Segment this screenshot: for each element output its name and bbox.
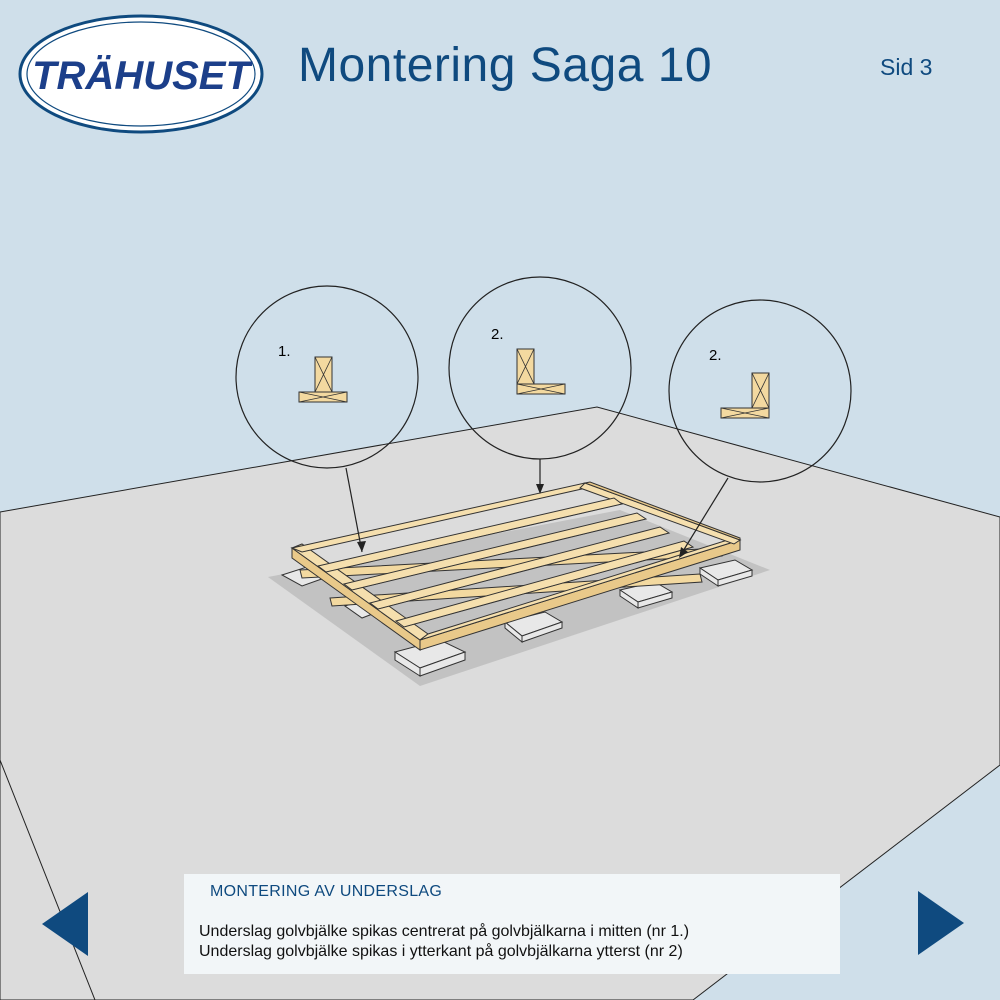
trahuset-logo: TRÄHUSET	[18, 14, 264, 134]
logo-text: TRÄHUSET	[32, 54, 253, 98]
next-page-button[interactable]	[916, 891, 966, 955]
callout-2-right: 2.	[668, 299, 852, 558]
ground-plane	[0, 406, 1000, 1000]
callout-2-left: 2.	[448, 276, 632, 494]
page-number: Sid 3	[880, 54, 933, 80]
instruction-line-2: Underslag golvbjälke spikas i ytterkant …	[199, 943, 683, 960]
instruction-line-1: Underslag golvbjälke spikas centrerat på…	[199, 923, 690, 940]
page-title: Montering Saga 10	[298, 39, 713, 92]
instruction-heading: MONTERING AV UNDERSLAG	[210, 883, 443, 900]
triangle-left-icon	[42, 892, 88, 956]
callout-label: 2.	[491, 326, 504, 343]
floor-frame	[268, 481, 770, 686]
triangle-right-icon	[918, 891, 964, 955]
callout-1: 1.	[235, 285, 419, 553]
callout-label: 1.	[278, 343, 291, 360]
callout-label: 2.	[709, 347, 722, 364]
previous-page-button[interactable]	[40, 892, 90, 956]
instruction-box: MONTERING AV UNDERSLAG Underslag golvbjä…	[184, 874, 840, 974]
